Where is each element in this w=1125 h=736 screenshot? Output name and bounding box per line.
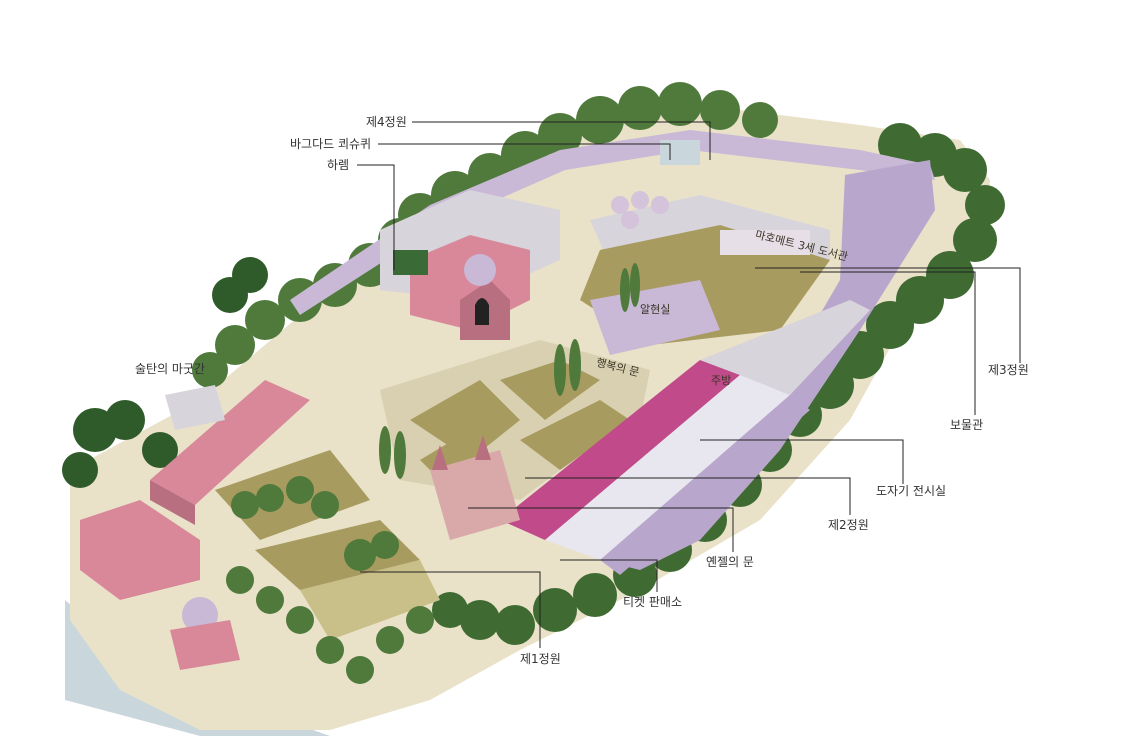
label-baghdad-kiosk: 바그다드 쾨슈퀴	[290, 137, 372, 151]
tree-belt-back	[192, 82, 778, 388]
label-ticket-office: 티켓 판매소	[623, 595, 683, 609]
label-gate-of-salutation: 옌젤의 문	[706, 555, 754, 569]
leader-lines	[357, 121, 1021, 648]
label-porcelain-gallery: 도자기 전시실	[876, 484, 947, 498]
label-third-court: 제3정원	[988, 363, 1029, 377]
label-kitchen: 주방	[711, 374, 732, 387]
first-court-lawns	[215, 450, 440, 684]
label-second-court: 제2정원	[828, 518, 869, 532]
label-first-court: 제1정원	[520, 652, 561, 666]
water-area	[65, 600, 330, 736]
stables-and-pink-buildings	[80, 380, 310, 670]
gate-of-salutation	[430, 435, 520, 540]
outer-wall-right	[600, 160, 935, 570]
harem-complex	[380, 190, 560, 340]
label-harem: 하렘	[327, 158, 350, 172]
label-treasury: 보물관	[950, 418, 984, 432]
kitchen-building	[500, 300, 870, 575]
label-audience-hall: 알현실	[640, 303, 671, 316]
tree-belt-left	[62, 257, 268, 488]
label-fourth-court: 제4정원	[366, 115, 407, 129]
label-sultan-stables: 술탄의 마굿간	[135, 362, 206, 376]
